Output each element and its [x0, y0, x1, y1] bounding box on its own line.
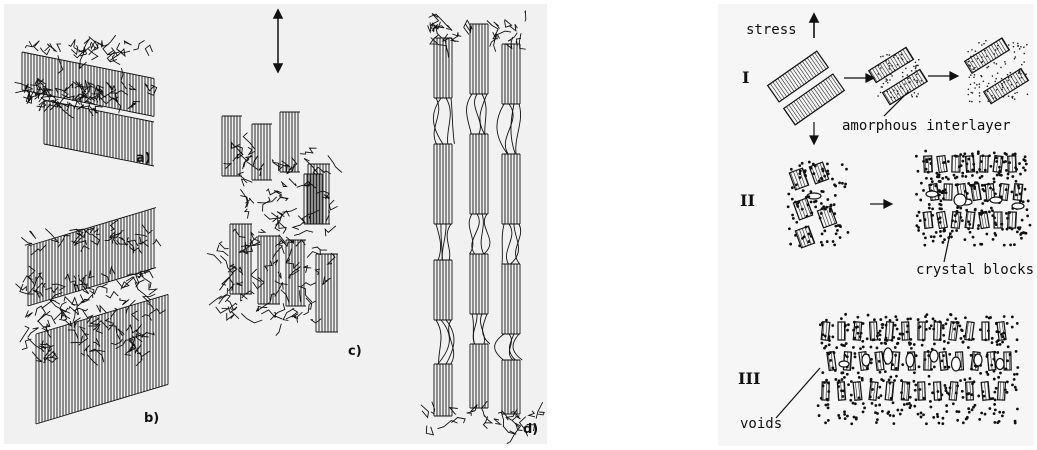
lamella-stack-b [16, 208, 169, 424]
fragmentation-drawing [718, 4, 1034, 446]
crystal-fragmentation-diagram: stress I II III amorphous interlayer cry… [718, 4, 1034, 446]
voids-label: voids [740, 416, 782, 432]
crystal-blocks-label: crystal blocks [916, 262, 1034, 278]
lamellae-deformation-diagram: a) b) c) d) [4, 4, 547, 444]
stage-2-drawing [787, 150, 1030, 262]
fibril-stack-d [421, 11, 544, 444]
stress-label: stress [746, 22, 797, 38]
stage-II-label: II [740, 191, 755, 210]
fragmented-blocks-right [916, 150, 1031, 246]
stress-direction-arrow [274, 10, 282, 72]
lamella-stack-a [15, 35, 157, 166]
stage-III-label: III [738, 369, 760, 388]
lamella-stack-c [207, 112, 342, 336]
stage-I-label: I [742, 68, 749, 87]
label-c: c) [348, 344, 362, 359]
stress-arrow [810, 14, 818, 38]
lamellae-drawing [4, 4, 547, 444]
crystal-blocks-with-voids [817, 314, 1018, 425]
amorphous-interlayer-label: amorphous interlayer [842, 118, 1011, 134]
fragmented-blocks-left [787, 161, 848, 248]
stage-3-drawing [776, 314, 1019, 425]
label-b: b) [144, 411, 159, 426]
label-d: d) [523, 422, 538, 437]
label-a: a) [136, 151, 151, 166]
